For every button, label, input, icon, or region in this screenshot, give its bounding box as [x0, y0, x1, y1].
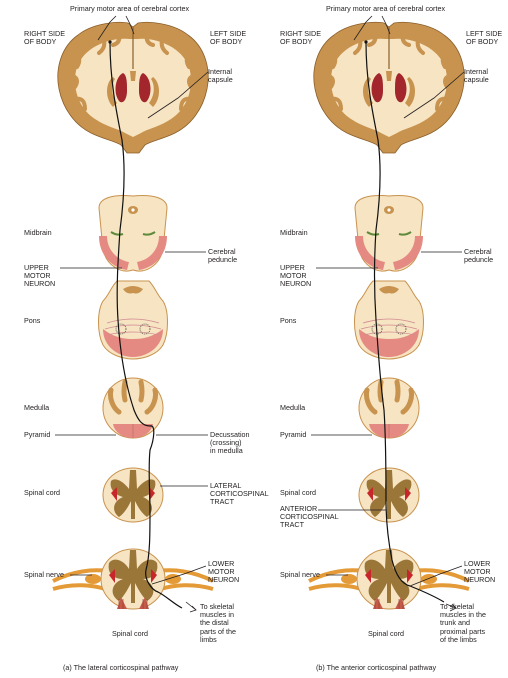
label-spinal-cord-b: Spinal cord [280, 489, 316, 497]
label-medulla-b: Medulla [280, 404, 305, 412]
label-spinal-cord-a: Spinal cord [24, 489, 60, 497]
label-pons-b: Pons [280, 317, 296, 325]
label-lower-motor-neuron-b: LOWER MOTOR NEURON [464, 560, 495, 585]
label-cerebral-peduncle-a: Cerebral peduncle [208, 248, 237, 264]
medulla-section-b [359, 378, 419, 438]
label-anterior-corticospinal-tract: ANTERIOR CORTICOSPINAL TRACT [280, 505, 339, 530]
label-lateral-corticospinal-tract: LATERAL CORTICOSPINAL TRACT [210, 482, 269, 507]
label-pons-a: Pons [24, 317, 40, 325]
label-to-skeletal-muscles-a: To skeletal muscles in the distal parts … [200, 603, 236, 644]
neuron-body-a [108, 40, 111, 43]
label-upper-motor-neuron-a: UPPER MOTOR NEURON [24, 264, 55, 289]
label-primary-motor-area-b: Primary motor area of cerebral cortex [326, 5, 445, 13]
spinal-cord-section-a [103, 468, 163, 522]
label-decussation-a: Decussation (crossing) in medulla [210, 431, 250, 456]
panel-a-illustration [53, 22, 213, 609]
label-midbrain-a: Midbrain [24, 229, 52, 237]
caption-a: (a) The lateral corticospinal pathway [63, 663, 178, 672]
label-lower-motor-neuron-a: LOWER MOTOR NEURON [208, 560, 239, 585]
label-right-side-a: RIGHT SIDE OF BODY [24, 30, 65, 46]
midbrain-section-a [99, 196, 167, 272]
label-medulla-a: Medulla [24, 404, 49, 412]
label-spinal-nerve-b: Spinal nerve [280, 571, 320, 579]
label-upper-motor-neuron-b: UPPER MOTOR NEURON [280, 264, 311, 289]
label-internal-capsule-a: Internal capsule [208, 68, 233, 84]
neuron-body-b [364, 40, 367, 43]
label-spinal-nerve-a: Spinal nerve [24, 571, 64, 579]
cerebrum-section-a [58, 22, 208, 153]
label-left-side-a: LEFT SIDE OF BODY [210, 30, 246, 46]
spinal-cord-nerves-a [53, 549, 213, 609]
label-primary-motor-area-a: Primary motor area of cerebral cortex [70, 5, 189, 13]
label-left-side-b: LEFT SIDE OF BODY [466, 30, 502, 46]
pons-section-b [355, 281, 424, 359]
label-internal-capsule-b: Internal capsule [464, 68, 489, 84]
label-midbrain-b: Midbrain [280, 229, 308, 237]
label-spinal-cord-bottom-b: Spinal cord [368, 630, 404, 638]
caption-b: (b) The anterior corticospinal pathway [316, 663, 436, 672]
label-pyramid-b: Pyramid [280, 431, 306, 439]
spinal-cord-section-b [359, 468, 419, 522]
label-pyramid-a: Pyramid [24, 431, 50, 439]
label-cerebral-peduncle-b: Cerebral peduncle [464, 248, 493, 264]
label-to-skeletal-muscles-b: To skeletal muscles in the trunk and pro… [440, 603, 486, 644]
pons-section-a [99, 281, 168, 359]
label-spinal-cord-bottom-a: Spinal cord [112, 630, 148, 638]
midbrain-section-b [355, 196, 423, 272]
cerebrum-section-b [314, 22, 464, 153]
spinal-cord-nerves-b [309, 549, 469, 609]
label-right-side-b: RIGHT SIDE OF BODY [280, 30, 321, 46]
